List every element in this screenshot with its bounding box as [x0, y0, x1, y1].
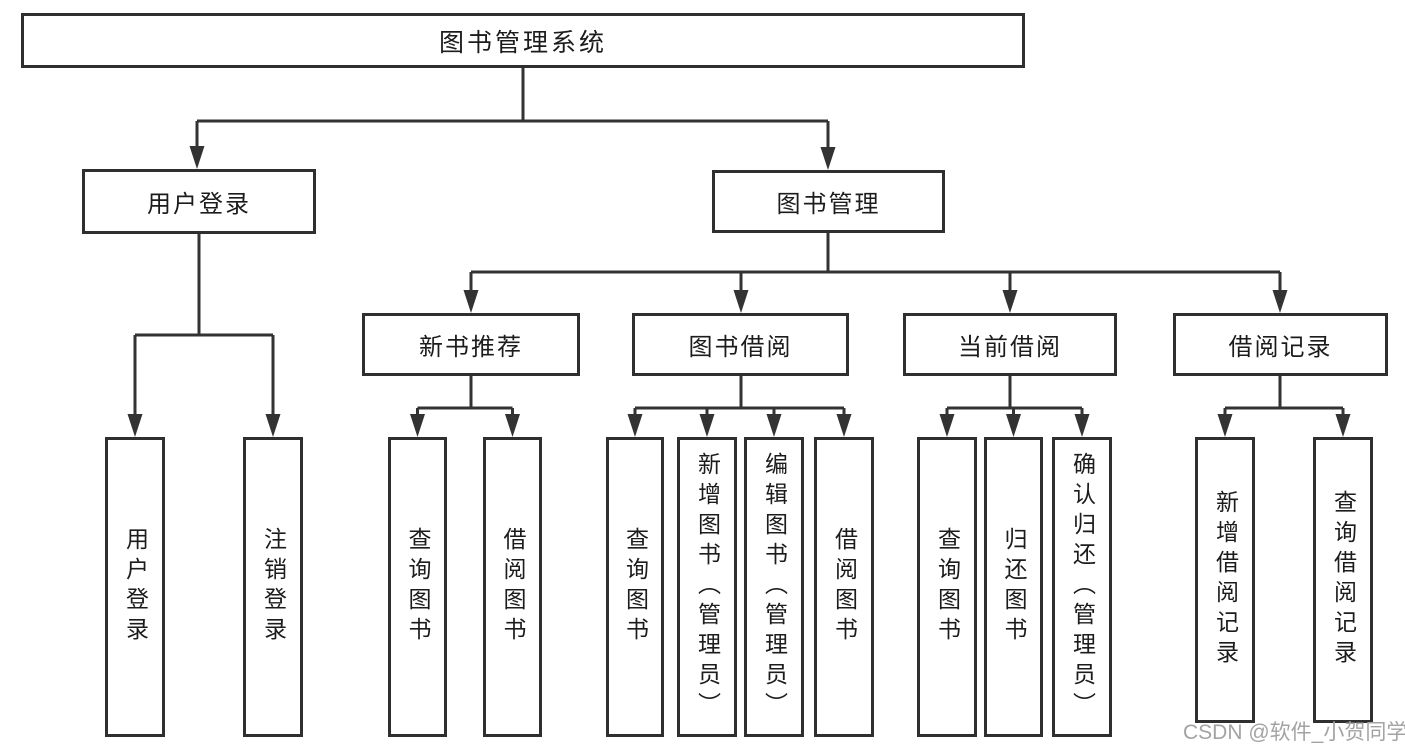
node-user-login-label: 用户登录 — [147, 191, 251, 218]
node-book-borrow: 图书借阅 — [632, 313, 849, 376]
node-new-book-recommend: 新书推荐 — [362, 313, 580, 376]
leaf-query-books-current-label: 查询图书 — [934, 527, 961, 647]
node-book-management: 图书管理 — [712, 170, 945, 233]
leaf-user-login: 用户登录 — [105, 437, 165, 737]
leaf-edit-book-admin: 编辑图书（管理员） — [744, 437, 804, 737]
leaf-return-books: 归还图书 — [984, 437, 1043, 737]
node-root-label: 图书管理系统 — [438, 28, 607, 57]
leaf-query-books-borrow: 查询图书 — [606, 437, 664, 737]
leaf-logout-label: 注销登录 — [260, 527, 287, 647]
node-new-book-recommend-label: 新书推荐 — [419, 334, 523, 361]
leaf-borrow-books-recommend: 借阅图书 — [483, 437, 542, 737]
leaf-add-borrow-record-label: 新增借阅记录 — [1212, 490, 1239, 670]
leaf-logout: 注销登录 — [243, 437, 303, 737]
leaf-add-borrow-record: 新增借阅记录 — [1195, 437, 1255, 723]
node-borrow-records: 借阅记录 — [1173, 313, 1388, 376]
node-current-borrow: 当前借阅 — [903, 313, 1117, 376]
leaf-user-login-label: 用户登录 — [122, 527, 149, 647]
leaf-borrow-books-label: 借阅图书 — [831, 527, 858, 647]
leaf-borrow-books: 借阅图书 — [814, 437, 874, 737]
leaf-query-books-recommend-label: 查询图书 — [405, 527, 431, 647]
node-current-borrow-label: 当前借阅 — [958, 334, 1062, 361]
leaf-query-borrow-record: 查询借阅记录 — [1313, 437, 1373, 723]
leaf-return-books-label: 归还图书 — [1001, 527, 1027, 647]
leaf-query-books-recommend: 查询图书 — [388, 437, 447, 737]
node-borrow-records-label: 借阅记录 — [1228, 334, 1333, 361]
watermark: CSDN @软件_小贺同学 — [1183, 721, 1405, 744]
leaf-add-book-admin: 新增图书（管理员） — [677, 437, 737, 737]
leaf-add-book-admin-label: 新增图书（管理员） — [694, 452, 721, 722]
leaf-query-borrow-record-label: 查询借阅记录 — [1330, 490, 1357, 670]
leaf-edit-book-admin-label: 编辑图书（管理员） — [761, 452, 788, 722]
node-user-login: 用户登录 — [82, 169, 316, 234]
node-book-borrow-label: 图书借阅 — [688, 334, 793, 361]
leaf-confirm-return-admin: 确认归还（管理员） — [1052, 437, 1112, 737]
leaf-confirm-return-admin-label: 确认归还（管理员） — [1069, 452, 1096, 722]
leaf-borrow-books-recommend-label: 借阅图书 — [500, 527, 526, 647]
leaf-query-books-current: 查询图书 — [917, 437, 977, 737]
leaf-query-books-borrow-label: 查询图书 — [622, 527, 649, 647]
node-root: 图书管理系统 — [21, 13, 1025, 68]
node-book-management-label: 图书管理 — [776, 191, 881, 218]
